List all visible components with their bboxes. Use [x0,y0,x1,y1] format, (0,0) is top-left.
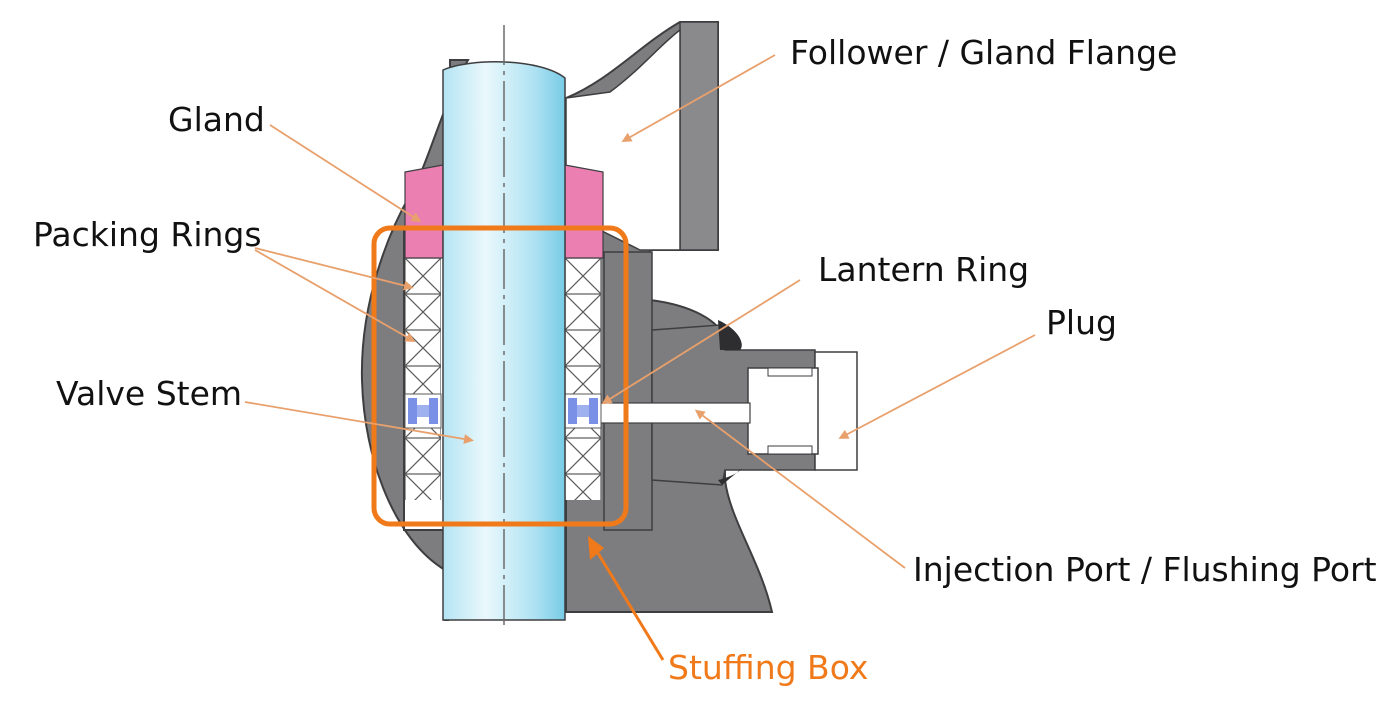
label-plug: Plug [1046,303,1117,342]
label-packing-rings: Packing Rings [33,215,262,254]
leader-gland [269,124,422,223]
label-lantern-ring: Lantern Ring [818,250,1030,289]
lantern-ring-right [564,393,602,429]
packing-right-upper [565,258,601,394]
plug-thread-bottom [767,445,813,455]
leader-injection [694,409,906,569]
packing-right-lower [565,428,601,500]
plug-body [747,367,819,455]
plug-head [814,351,858,471]
gland-right [564,164,604,259]
housing-right-edge [679,21,719,251]
leader-packing-1 [254,247,414,291]
label-follower-gland-flange: Follower / Gland Flange [790,33,1178,72]
injection-channel [599,402,751,424]
label-injection-port: Injection Port / Flushing Port [913,550,1377,589]
label-valve-stem: Valve Stem [56,374,243,413]
leader-valve-stem [244,401,474,444]
lantern-ring-left [404,393,442,429]
packing-left-upper [405,258,441,394]
label-stuffing-box: Stuffing Box [668,648,869,687]
stuffing-box-pointer [588,539,665,661]
stuffing-box-outline [371,225,629,527]
packing-left-lower [405,428,441,500]
leader-packing-2 [254,249,416,342]
leader-plug [838,334,1036,439]
label-gland: Gland [168,100,265,139]
gland-left [404,164,444,259]
plug-thread-top [767,367,813,377]
leader-lines [244,54,1036,569]
leader-lantern [601,279,801,405]
weld-bead-2 [718,468,742,485]
leader-follower [621,54,776,142]
